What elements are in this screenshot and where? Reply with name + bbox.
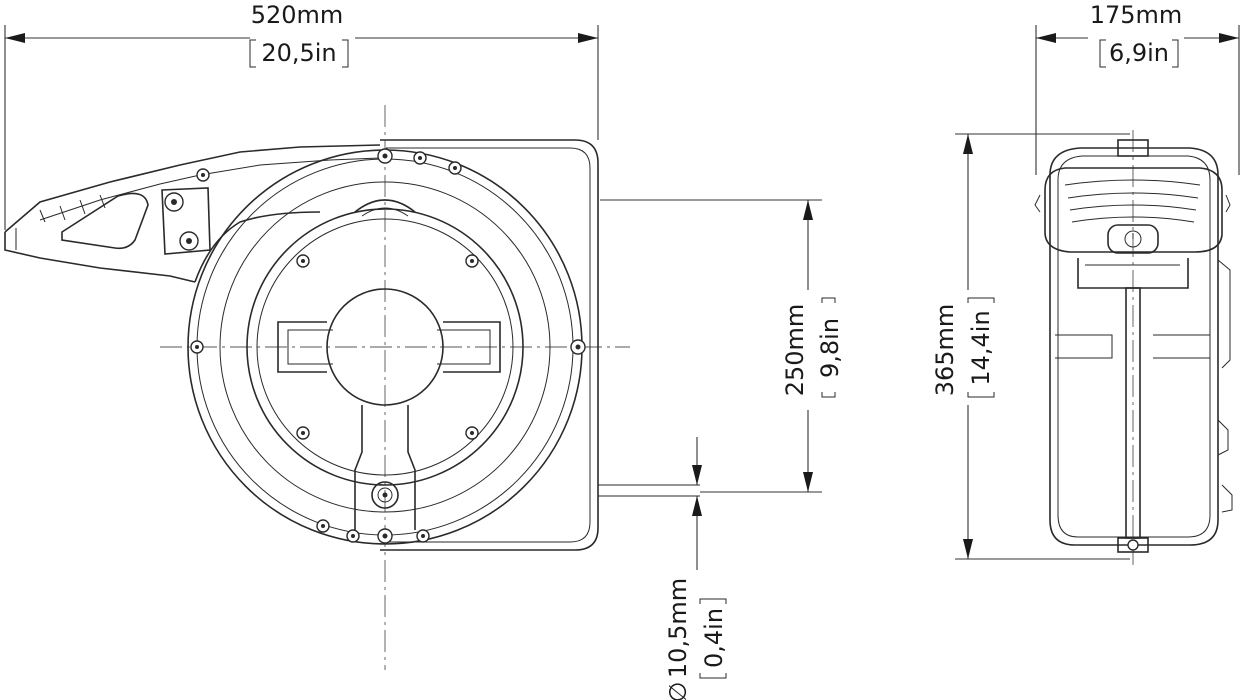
dimension-label: 365mm xyxy=(931,304,959,397)
dimension-symbol: ∅ xyxy=(664,682,692,700)
dimension-drum-height: 250mm 9,8in xyxy=(600,199,844,493)
dimension-label: 250mm xyxy=(781,304,809,397)
front-view xyxy=(4,105,700,670)
dimension-label: 6,9in xyxy=(1109,39,1169,67)
dimension-label: 175mm xyxy=(1090,1,1183,29)
dimension-hose-diameter: ∅ 10,5mm 0,4in xyxy=(664,437,728,700)
dimension-label: 14,4in xyxy=(967,310,995,385)
dimension-overall-height: 365mm 14,4in xyxy=(931,133,1130,560)
side-view xyxy=(1034,130,1233,565)
dimension-label: 520mm xyxy=(251,1,344,29)
screw-icon xyxy=(164,148,586,544)
dimension-overall-width: 520mm 20,5in xyxy=(4,1,599,230)
dimension-label: 10,5mm xyxy=(664,578,692,678)
dimension-label: 20,5in xyxy=(261,39,336,67)
dimension-label: 9,8in xyxy=(816,318,844,378)
dimension-label: 0,4in xyxy=(700,608,728,668)
dimension-depth: 175mm 6,9in xyxy=(1035,1,1240,175)
